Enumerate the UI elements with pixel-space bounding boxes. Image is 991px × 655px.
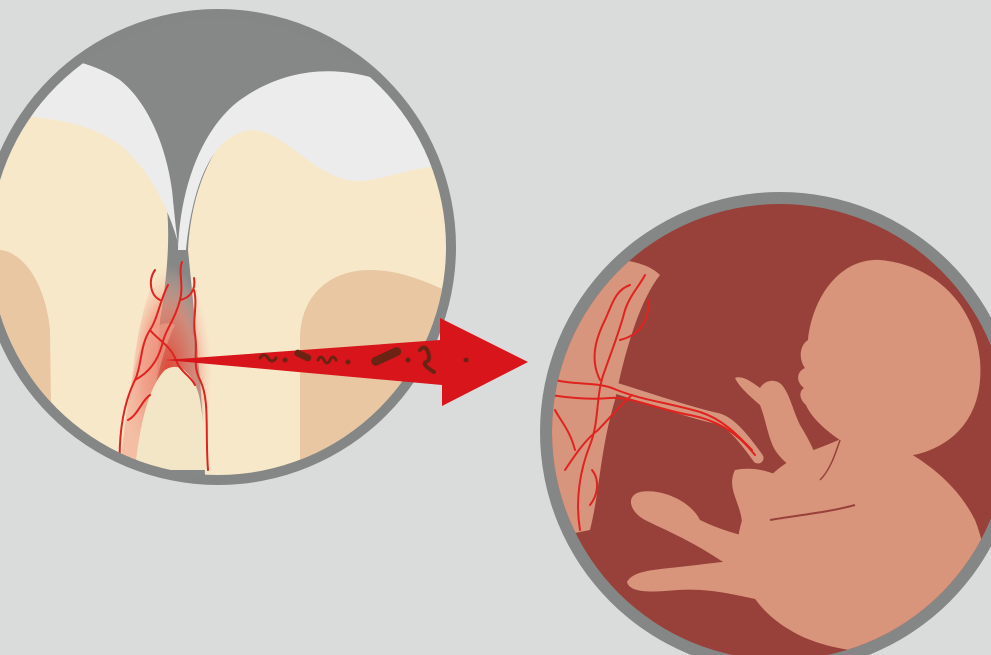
- fetus-in-womb-magnifier-icon: [540, 190, 991, 655]
- coccus-bacterium: [464, 358, 469, 363]
- coccus-bacterium: [283, 358, 288, 363]
- coccus-bacterium: [406, 358, 411, 363]
- tooth-gum-magnifier-icon: [0, 0, 470, 485]
- coccus-bacterium: [346, 360, 351, 365]
